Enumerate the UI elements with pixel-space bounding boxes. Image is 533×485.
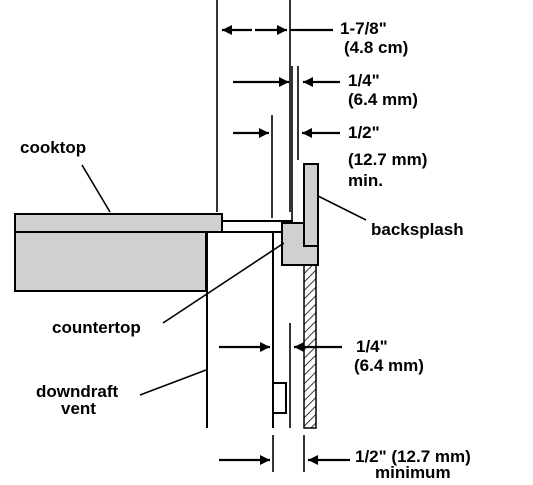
extension-lines [216, 0, 305, 472]
backsplash-shape [303, 163, 319, 247]
dimension-1-4-lower-metric: (6.4 mm) [354, 356, 424, 375]
dimension-arrows [219, 25, 350, 465]
dimension-1-2-min-note: min. [348, 171, 383, 190]
downdraft-label: downdraft [36, 382, 118, 401]
dimension-1-4-lower: 1/4" [356, 337, 388, 356]
cooktop-label: cooktop [20, 138, 86, 157]
dimension-1-2-bottom-note: minimum [375, 463, 451, 482]
dimension-1-7-8-metric: (4.8 cm) [344, 38, 408, 57]
dimension-1-4-top-metric: (6.4 mm) [348, 90, 418, 109]
downdraft-vent-shape [206, 232, 287, 428]
cooktop-shape [14, 213, 223, 292]
dimension-1-2-min: 1/2" [348, 123, 380, 142]
dimension-1-4-top: 1/4" [348, 71, 380, 90]
dimension-1-7-8: 1-7/8" [340, 19, 387, 38]
backsplash-label: backsplash [371, 220, 464, 239]
dimension-1-2-min-metric: (12.7 mm) [348, 150, 427, 169]
dimension-1-2-bottom: 1/2" (12.7 mm) [355, 447, 471, 466]
leader-lines [81, 164, 367, 396]
countertop-label: countertop [52, 318, 141, 337]
vent-label: vent [61, 399, 96, 418]
